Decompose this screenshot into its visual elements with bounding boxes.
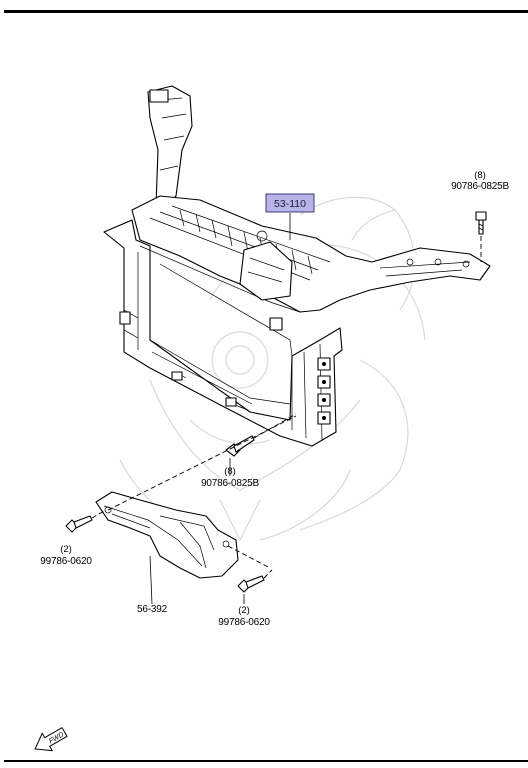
screw-right	[237, 569, 273, 593]
callout-label-53-110: 53-110	[274, 198, 306, 210]
callout-label-bolt-center: 90786-0825B	[201, 478, 259, 489]
callout-qty-bolt-center: (8)	[224, 466, 236, 477]
callout-qty-screw-left: (2)	[60, 544, 72, 555]
air-guide-part	[95, 415, 297, 579]
screw-left	[65, 509, 107, 533]
callout-qty-bolt-top-right: (8)	[474, 170, 486, 181]
callout-53-110: 53-110	[265, 193, 315, 213]
fwd-label: FWD	[48, 731, 65, 745]
fwd-direction-arrow-icon: FWD	[34, 726, 68, 752]
top-border-rule	[4, 10, 528, 13]
callout-label-bolt-top-right: 90786-0825B	[451, 181, 509, 192]
bottom-border-rule	[4, 760, 528, 762]
callout-qty-screw-right: (2)	[238, 605, 250, 616]
radiator-support-part	[103, 85, 491, 447]
leader-56-392	[149, 555, 153, 605]
callout-highlight-box	[265, 193, 315, 213]
bolt-top-right	[475, 211, 487, 262]
callout-label-screw-left: 99786-0620	[40, 556, 92, 567]
callout-label-screw-right: 99786-0620	[218, 617, 270, 628]
callout-label-56-392: 56-392	[137, 604, 168, 615]
